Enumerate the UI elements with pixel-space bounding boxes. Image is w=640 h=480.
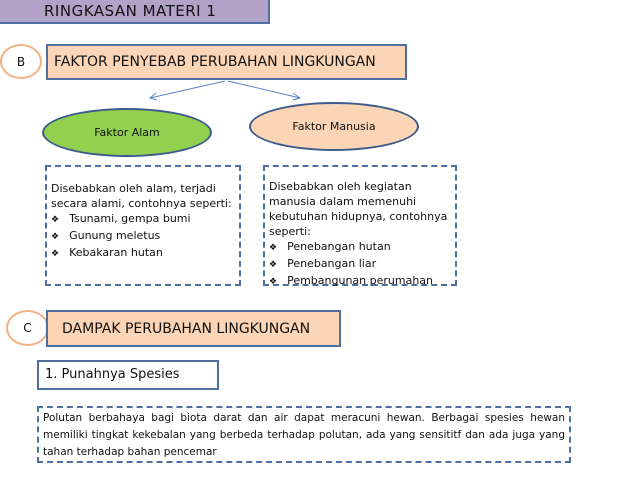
faktor-alam-desc: Disebabkan oleh alam, terjadi secara ala… — [51, 182, 232, 210]
punahnya-spesies-desc: Polutan berbahaya bagi biota darat dan a… — [37, 406, 571, 463]
subheading-punahnya-spesies: 1. Punahnya Spesies — [37, 360, 219, 390]
list-item: Penebangan hutan — [269, 239, 451, 256]
arrow-to-alam — [149, 80, 226, 99]
list-item: Gunung meletus — [51, 228, 235, 245]
faktor-alam-node: Faktor Alam — [42, 108, 212, 157]
section-c-heading: DAMPAK PERUBAHAN LINGKUNGAN — [46, 310, 341, 347]
section-c-badge: C — [6, 310, 49, 346]
list-item: Tsunami, gempa bumi — [51, 211, 235, 228]
faktor-manusia-desc: Disebabkan oleh kegiatan manusia dalam m… — [269, 180, 448, 238]
list-item: Penebangan liar — [269, 256, 451, 273]
list-item: Kebakaran hutan — [51, 245, 235, 262]
arrow-to-manusia — [227, 80, 301, 99]
section-b-heading: FAKTOR PENYEBAB PERUBAHAN LINGKUNGAN — [46, 44, 407, 80]
list-item: Pembangunan perumahan — [269, 273, 451, 290]
section-b-badge: B — [0, 44, 42, 79]
faktor-manusia-node: Faktor Manusia — [249, 102, 419, 151]
faktor-alam-box: Disebabkan oleh alam, terjadi secara ala… — [45, 165, 241, 286]
faktor-manusia-box: Disebabkan oleh kegiatan manusia dalam m… — [263, 165, 457, 287]
page-title: RINGKASAN MATERI 1 — [0, 0, 270, 24]
